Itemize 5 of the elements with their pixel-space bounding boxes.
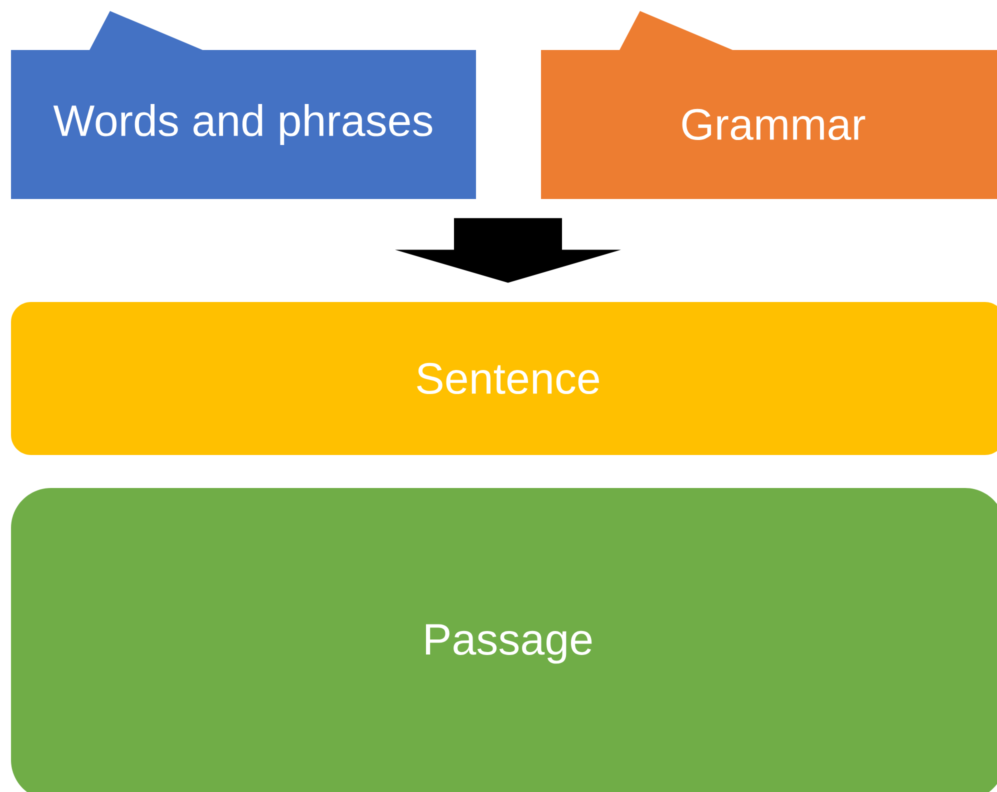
folder-box: Grammar xyxy=(541,11,997,199)
folder-box: Words and phrases xyxy=(11,11,476,199)
rounded-box: Passage xyxy=(11,488,997,792)
rounded-box: Sentence xyxy=(11,302,997,455)
block-arrow xyxy=(395,218,621,283)
